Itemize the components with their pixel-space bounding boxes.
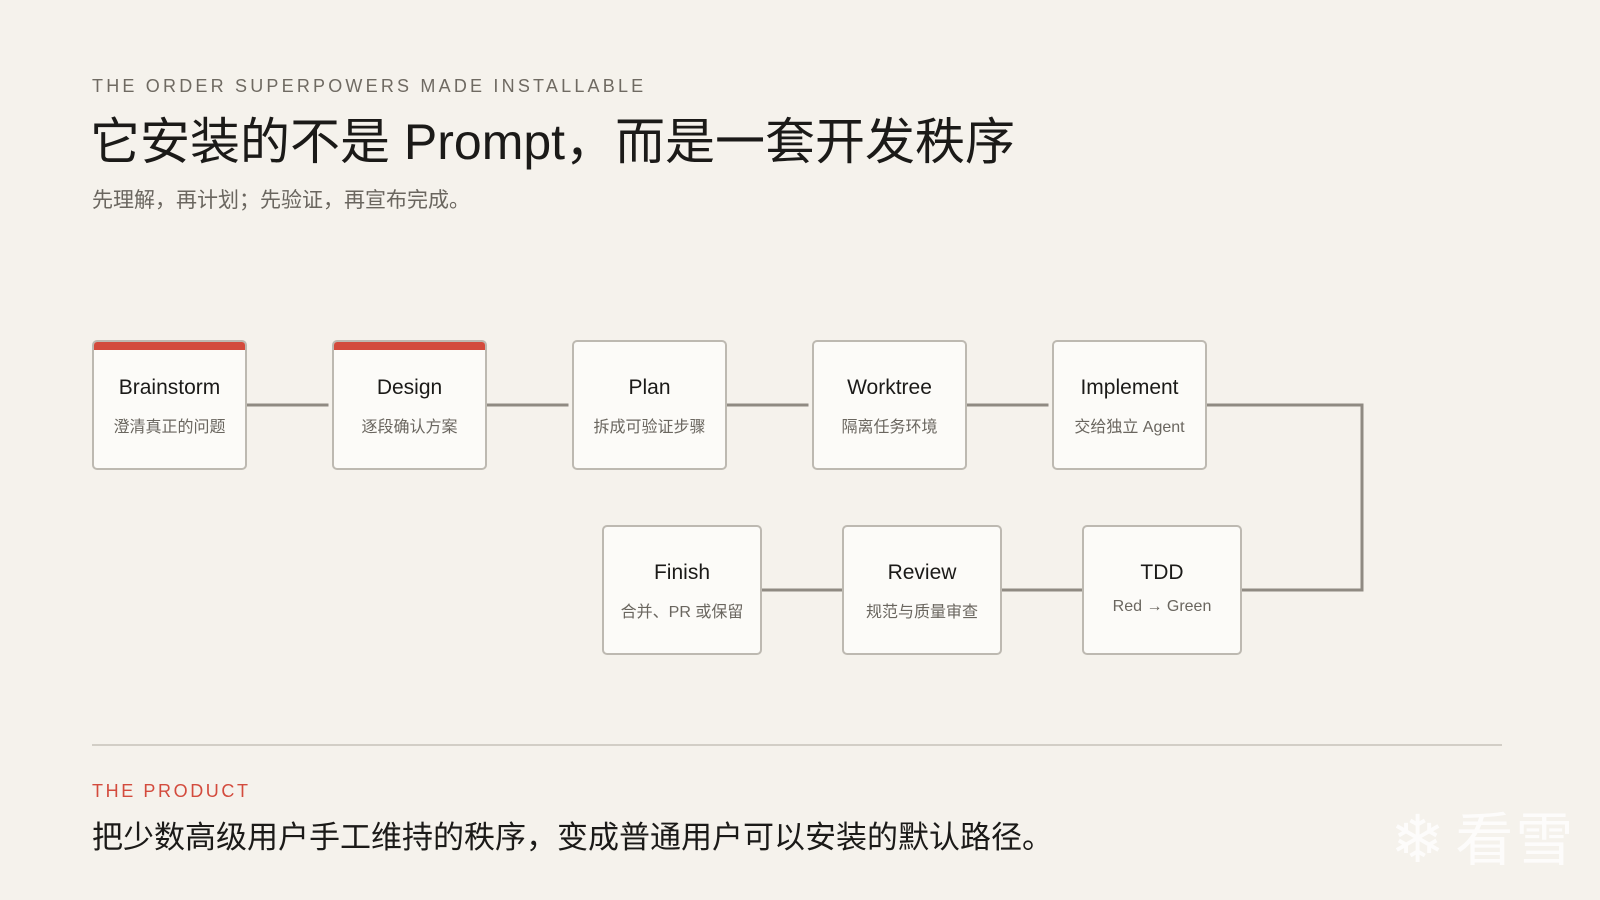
step-title: TDD	[1140, 561, 1184, 584]
page-subtitle: 先理解，再计划；先验证，再宣布完成。	[92, 189, 470, 212]
connector-implement-tdd	[1204, 403, 1364, 592]
step-finish: Finish 合并、PR 或保留	[602, 525, 762, 655]
step-title: Design	[376, 376, 443, 399]
page-title: 它安装的不是 Prompt，而是一套开发秩序	[90, 114, 1016, 170]
watermark: ❄ 看雪	[1390, 800, 1580, 880]
eyebrow: THE ORDER SUPERPOWERS MADE INSTALLABLE	[92, 76, 647, 96]
step-title: Implement	[1080, 376, 1179, 399]
step-brainstorm: Brainstorm 澄清真正的问题	[92, 340, 247, 470]
snowflake-icon: ❄	[1390, 801, 1446, 878]
section-divider	[92, 744, 1502, 746]
step-description: 交给独立 Agent	[1074, 419, 1185, 436]
step-description: 逐段确认方案	[361, 419, 458, 436]
step-title: Worktree	[847, 376, 932, 399]
step-description: 规范与质量审查	[865, 604, 978, 621]
step-title: Plan	[628, 376, 671, 399]
step-description: 拆成可验证步骤	[593, 419, 706, 436]
step-title: Finish	[653, 561, 711, 584]
step-worktree: Worktree 隔离任务环境	[812, 340, 967, 470]
product-label: THE PRODUCT	[92, 781, 251, 801]
step-title: Brainstorm	[118, 376, 221, 399]
step-description: Red → Green	[1112, 598, 1212, 615]
step-design: Design 逐段确认方案	[332, 340, 487, 470]
product-statement: 把少数高级用户手工维持的秩序，变成普通用户可以安装的默认路径。	[92, 820, 1053, 855]
step-review: Review 规范与质量审查	[842, 525, 1002, 655]
step-title: Review	[887, 561, 957, 584]
step-description: 合并、PR 或保留	[620, 604, 744, 621]
step-tdd: TDD Red → Green	[1082, 525, 1242, 655]
step-implement: Implement 交给独立 Agent	[1052, 340, 1207, 470]
step-description: 澄清真正的问题	[113, 419, 226, 436]
step-plan: Plan 拆成可验证步骤	[572, 340, 727, 470]
step-description: 隔离任务环境	[841, 419, 938, 436]
watermark-text: 看雪	[1455, 806, 1576, 874]
